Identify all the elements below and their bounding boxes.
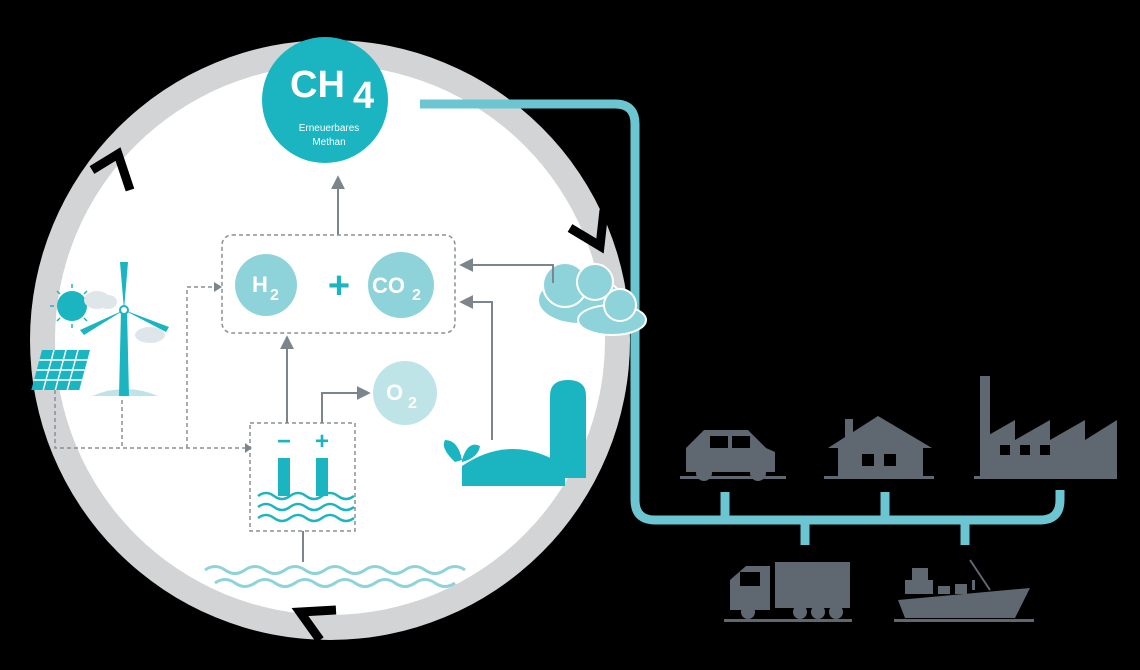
gas-pipeline [420,99,1065,545]
electrode-plus: + [315,428,329,455]
ch4-subscript: 4 [353,75,374,117]
cycle-chevron-icon [567,209,609,254]
truck-icon [724,562,852,622]
arrow-cloud-to-co2 [459,258,554,283]
leaf-icon [443,440,480,462]
sun-icon [50,284,94,328]
cloud-icon [84,291,165,343]
car-icon [680,430,786,481]
cycle-chevron-icon [291,605,337,643]
factory-icon [974,376,1117,479]
arrow-head [245,443,252,453]
h2-formula: H [252,272,268,297]
plus-sign: + [328,265,350,307]
co2-formula: CO [372,273,405,298]
o2-subscript: 2 [408,395,417,412]
cloud-icon [537,262,647,336]
h2-node: H 2 [235,254,297,316]
ch4-caption-line1: Erneuerbares [299,123,360,134]
ship-icon [894,559,1034,622]
house-icon [824,416,934,479]
arrow-head [214,282,222,292]
wind-turbine-icon [80,262,169,396]
electrolyzer: − + [249,422,356,532]
ch4-caption-line2: Methan [312,137,345,148]
solar-panel-icon [31,350,90,390]
o2-formula: O [386,380,403,405]
arrow-electrolyzer-to-o2 [321,386,371,423]
cycle-chevron-icon [89,147,135,192]
ch4-node: CH 4 Erneuerbares Methan [262,37,388,163]
water-waves-icon [257,491,355,523]
co2-subscript: 2 [412,287,421,304]
power-lines [54,286,245,449]
o2-node: O 2 [373,361,437,425]
ch4-formula: CH [290,64,345,106]
electrode-minus: − [277,428,291,455]
h2-subscript: 2 [270,287,279,304]
co2-node: CO 2 [368,252,434,318]
reaction-box [221,234,456,334]
arrow-biogas-to-co2 [459,295,493,440]
water-waves-icon [204,565,466,588]
biogas-plant-icon [462,380,586,486]
